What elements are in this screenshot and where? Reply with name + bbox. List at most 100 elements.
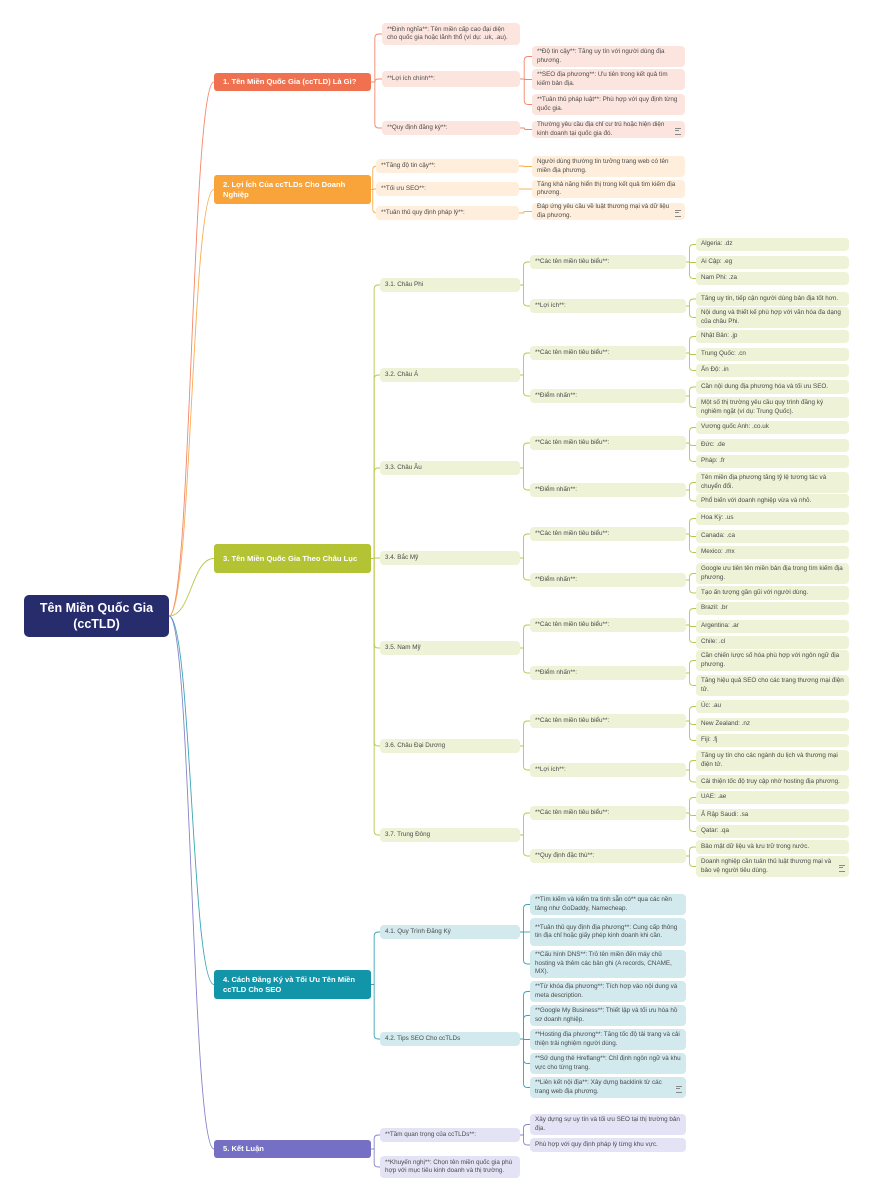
detail-topic[interactable]: Tăng khả năng hiển thị trong kết quả tìm…: [532, 180, 685, 198]
subtopic[interactable]: 3.6. Châu Đại Dương: [380, 739, 520, 753]
leaf-topic[interactable]: Cải thiện tốc độ truy cập nhờ hosting đị…: [696, 775, 849, 789]
detail-topic[interactable]: **Các tên miền tiêu biểu**:: [530, 346, 686, 360]
node-label: Doanh nghiệp cần tuân thủ luật thương mạ…: [701, 858, 832, 874]
leaf-topic[interactable]: Google ưu tiên tên miền bản địa trong tì…: [696, 563, 849, 584]
leaf-topic[interactable]: Ấn Độ: .in: [696, 364, 849, 377]
detail-topic[interactable]: **Tuân thủ pháp luật**: Phù hợp với quy …: [532, 94, 685, 115]
detail-topic[interactable]: **Cấu hình DNS**: Trỏ tên miền đến máy c…: [530, 950, 686, 978]
leaf-topic[interactable]: Đức: .de: [696, 439, 849, 452]
leaf-topic[interactable]: Tăng hiệu quả SEO cho các trang thương m…: [696, 675, 849, 696]
detail-topic[interactable]: Phù hợp với quy định pháp lý từng khu vự…: [530, 1138, 686, 1152]
detail-topic[interactable]: **Google My Business**: Thiết lập và tối…: [530, 1005, 686, 1026]
leaf-topic[interactable]: Nhật Bản: .jp: [696, 330, 849, 343]
leaf-topic[interactable]: Tăng uy tín, tiếp cận người dùng bản địa…: [696, 292, 849, 306]
detail-topic[interactable]: **Điểm nhấn**:: [530, 483, 686, 497]
leaf-topic[interactable]: Cần nội dung địa phương hóa và tối ưu SE…: [696, 380, 849, 394]
detail-topic[interactable]: **Các tên miền tiêu biểu**:: [530, 714, 686, 728]
subtopic[interactable]: **Lợi ích chính**:: [382, 71, 520, 87]
leaf-topic[interactable]: Nội dung và thiết kế phù hợp với văn hóa…: [696, 307, 849, 328]
node-label: **Tuân thủ quy định pháp lý**:: [381, 208, 465, 216]
root-topic[interactable]: Tên Miền Quốc Gia (ccTLD): [24, 595, 169, 637]
leaf-topic[interactable]: Một số thị trường yêu cầu quy trình đăng…: [696, 397, 849, 418]
subtopic[interactable]: 4.2. Tips SEO Cho ccTLDs: [380, 1032, 520, 1046]
note-icon[interactable]: [675, 209, 681, 217]
leaf-topic[interactable]: Fiji: .fj: [696, 734, 849, 747]
leaf-topic[interactable]: Ai Cập: .eg: [696, 256, 849, 269]
leaf-topic[interactable]: Tăng uy tín cho các ngành du lịch và thư…: [696, 750, 849, 771]
leaf-topic[interactable]: Phổ biến với doanh nghiệp vừa và nhỏ.: [696, 494, 849, 508]
leaf-topic[interactable]: Bảo mật dữ liệu và lưu trữ trong nước.: [696, 840, 849, 854]
detail-connector: [520, 284, 530, 307]
branch-topic[interactable]: 3. Tên Miền Quốc Gia Theo Châu Lục: [214, 544, 371, 573]
detail-topic[interactable]: Xây dựng sự uy tín và tối ưu SEO tại thị…: [530, 1114, 686, 1135]
note-icon[interactable]: [675, 127, 681, 135]
node-label: Phù hợp với quy định pháp lý từng khu vự…: [535, 1140, 658, 1148]
detail-topic[interactable]: **Điểm nhấn**:: [530, 573, 686, 587]
detail-topic[interactable]: **Các tên miền tiêu biểu**:: [530, 255, 686, 269]
leaf-topic[interactable]: Argentina: .ar: [696, 620, 849, 633]
subtopic[interactable]: 4.1. Quy Trình Đăng Ký: [380, 925, 520, 939]
leaf-topic[interactable]: Ả Rập Saudi: .sa: [696, 809, 849, 822]
leaf-topic[interactable]: Canada: .ca: [696, 530, 849, 543]
leaf-topic[interactable]: Nam Phi: .za: [696, 272, 849, 285]
detail-connector: [520, 834, 530, 857]
leaf-topic[interactable]: Chile: .cl: [696, 636, 849, 649]
detail-topic[interactable]: **Các tên miền tiêu biểu**:: [530, 618, 686, 632]
detail-topic[interactable]: **Hosting địa phương**: Tăng tốc độ tải …: [530, 1029, 686, 1050]
subtopic[interactable]: **Quy định đăng ký**:: [382, 121, 520, 135]
subtopic[interactable]: **Tuân thủ quy định pháp lý**:: [376, 206, 519, 220]
detail-topic[interactable]: Thường yêu cầu địa chỉ cư trú hoặc hiện …: [532, 121, 685, 138]
leaf-topic[interactable]: Qatar: .qa: [696, 825, 849, 838]
leaf-topic[interactable]: Pháp: .fr: [696, 455, 849, 468]
detail-topic[interactable]: **Sử dụng thẻ Hreflang**: Chỉ định ngôn …: [530, 1053, 686, 1074]
branch-topic[interactable]: 2. Lợi Ích Của ccTLDs Cho Doanh Nghiệp: [214, 175, 371, 204]
detail-topic[interactable]: **Tìm kiếm và kiểm tra tình sẵn có** qua…: [530, 894, 686, 915]
branch-topic[interactable]: 4. Cách Đăng Ký và Tối Ưu Tên Miền ccTLD…: [214, 970, 371, 999]
leaf-connector: [686, 573, 696, 581]
subtopic[interactable]: **Định nghĩa**: Tên miền cấp cao đại diệ…: [382, 23, 520, 45]
detail-topic[interactable]: **Độ tin cậy**: Tăng uy tín với người dù…: [532, 46, 685, 67]
leaf-topic[interactable]: Tạo ấn tượng gần gũi với người dùng.: [696, 586, 849, 600]
subtopic[interactable]: **Tối ưu SEO**:: [376, 182, 519, 196]
subtopic[interactable]: 3.3. Châu Âu: [380, 461, 520, 475]
subtopic[interactable]: **Tầm quan trọng của ccTLDs**:: [380, 1128, 520, 1142]
subtopic[interactable]: **Tăng độ tin cậy**:: [376, 159, 519, 173]
detail-topic[interactable]: **Từ khóa địa phương**: Tích hợp vào nội…: [530, 981, 686, 1002]
leaf-topic[interactable]: Algeria: .dz: [696, 238, 849, 251]
branch-topic[interactable]: 1. Tên Miền Quốc Gia (ccTLD) Là Gì?: [214, 73, 371, 91]
leaf-topic[interactable]: New Zealand: .nz: [696, 718, 849, 731]
leaf-topic[interactable]: Cần chiến lược số hóa phù hợp với ngôn n…: [696, 650, 849, 671]
detail-topic[interactable]: **Điểm nhấn**:: [530, 389, 686, 403]
detail-topic[interactable]: **Các tên miền tiêu biểu**:: [530, 806, 686, 820]
leaf-topic[interactable]: Trung Quốc: .cn: [696, 348, 849, 361]
node-label: **SEO địa phương**: Ưu tiên trong kết qu…: [537, 71, 668, 87]
detail-topic[interactable]: **Lợi ích**:: [530, 299, 686, 313]
leaf-topic[interactable]: Vương quốc Anh: .co.uk: [696, 421, 849, 434]
detail-topic[interactable]: Người dùng thường tin tưởng trang web có…: [532, 156, 685, 177]
leaf-topic[interactable]: Tên miền địa phương tăng tỷ lệ tương tác…: [696, 472, 849, 493]
subtopic[interactable]: **Khuyến nghị**: Chọn tên miền quốc gia …: [380, 1156, 520, 1178]
detail-topic[interactable]: **Các tên miền tiêu biểu**:: [530, 436, 686, 450]
branch-topic[interactable]: 5. Kết Luận: [214, 1140, 371, 1158]
subtopic[interactable]: 3.4. Bắc Mỹ: [380, 551, 520, 565]
detail-topic[interactable]: **SEO địa phương**: Ưu tiên trong kết qu…: [532, 69, 685, 90]
subtopic[interactable]: 3.5. Nam Mỹ: [380, 641, 520, 655]
leaf-topic[interactable]: Úc: .au: [696, 700, 849, 713]
note-icon[interactable]: [676, 1085, 682, 1093]
note-icon[interactable]: [839, 864, 845, 872]
subtopic[interactable]: 3.1. Châu Phi: [380, 278, 520, 292]
leaf-topic[interactable]: Brazil: .br: [696, 602, 849, 615]
detail-topic[interactable]: **Liên kết nội địa**: Xây dựng backlink …: [530, 1077, 686, 1098]
detail-topic[interactable]: **Các tên miền tiêu biểu**:: [530, 527, 686, 541]
detail-topic[interactable]: **Lợi ích**:: [530, 763, 686, 777]
detail-topic[interactable]: **Điểm nhấn**:: [530, 666, 686, 680]
leaf-topic[interactable]: Doanh nghiệp cần tuân thủ luật thương mạ…: [696, 856, 849, 877]
leaf-topic[interactable]: UAE: .ae: [696, 791, 849, 804]
leaf-topic[interactable]: Mexico: .mx: [696, 546, 849, 559]
leaf-topic[interactable]: Hoa Kỳ: .us: [696, 512, 849, 525]
detail-topic[interactable]: Đáp ứng yêu cầu về luật thương mại và dữ…: [532, 203, 685, 220]
detail-topic[interactable]: **Tuân thủ quy định địa phương**: Cung c…: [530, 918, 686, 946]
detail-topic[interactable]: **Quy định đặc thù**:: [530, 849, 686, 863]
subtopic[interactable]: 3.7. Trung Đông: [380, 828, 520, 842]
subtopic[interactable]: 3.2. Châu Á: [380, 368, 520, 382]
